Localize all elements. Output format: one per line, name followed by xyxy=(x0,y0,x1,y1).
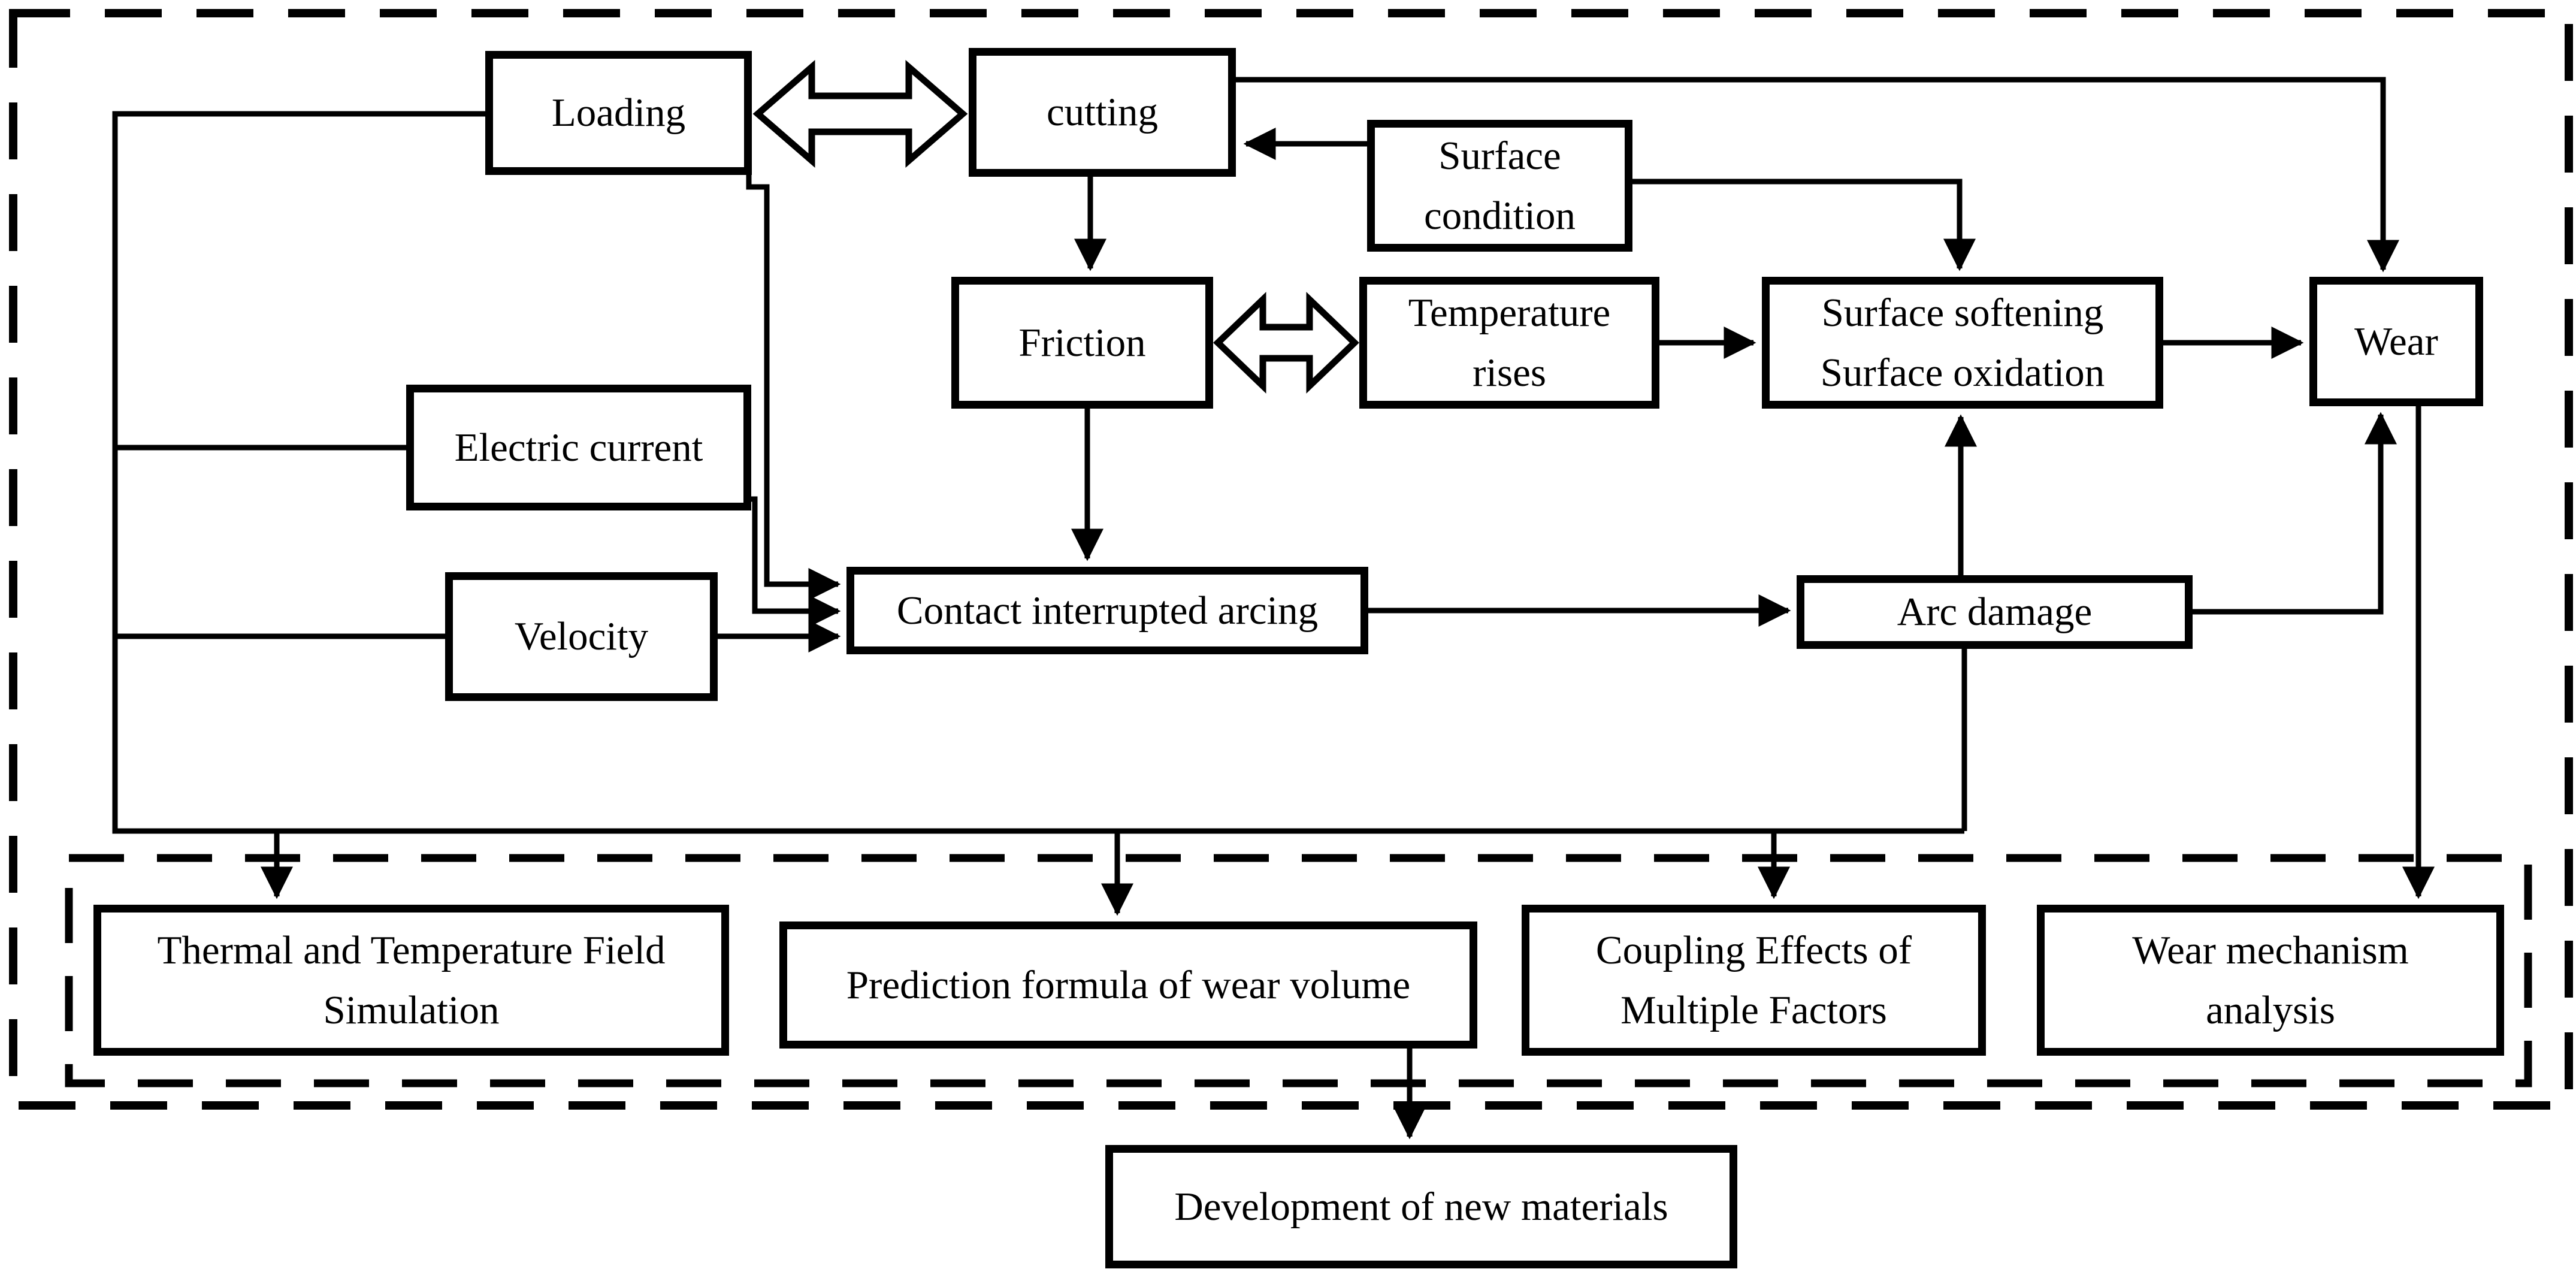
node-label: Temperature xyxy=(1408,290,1611,335)
node-label: Surface softening xyxy=(1821,290,2104,335)
node-label: Thermal and Temperature Field xyxy=(157,927,666,972)
node-label: Electric current xyxy=(454,425,703,470)
node-surface-softening-oxidation: Surface softening Surface oxidation xyxy=(1762,277,2163,409)
double-arrow-friction-temperature-icon xyxy=(1213,292,1359,394)
node-label: Loading xyxy=(551,90,686,135)
edge-loading-contact xyxy=(746,175,841,600)
node-label: cutting xyxy=(1046,90,1159,135)
node-prediction-formula: Prediction formula of wear volume xyxy=(779,921,1477,1049)
node-coupling-effects: Coupling Effects of Multiple Factors xyxy=(1522,905,1986,1056)
edge-arc-damage-wear xyxy=(2193,412,2397,615)
node-label: condition xyxy=(1423,194,1576,238)
node-label: analysis xyxy=(2206,988,2335,1032)
node-label: Surface xyxy=(1438,133,1561,178)
node-wear-mechanism-analysis: Wear mechanism analysis xyxy=(2037,905,2504,1056)
node-surface-condition: Surface condition xyxy=(1367,120,1632,252)
node-electric-current: Electric current xyxy=(406,385,751,510)
node-thermal-simulation: Thermal and Temperature Field Simulation xyxy=(93,905,729,1056)
node-label: Wear mechanism xyxy=(2132,927,2409,972)
node-contact-interrupted-arcing: Contact interrupted arcing xyxy=(846,567,1368,654)
node-label: Coupling Effects of xyxy=(1595,927,1912,972)
node-label: Prediction formula of wear volume xyxy=(846,962,1411,1007)
node-velocity: Velocity xyxy=(445,572,718,701)
edge-cutting-wear xyxy=(1236,77,2399,273)
node-label: Velocity xyxy=(514,614,649,659)
edge-shared-rail xyxy=(112,111,1964,834)
node-label: Arc damage xyxy=(1897,590,2093,635)
node-development-new-materials: Development of new materials xyxy=(1105,1145,1737,1268)
edge-surface-condition-softening xyxy=(1632,179,1976,271)
node-label: Simulation xyxy=(323,988,500,1032)
node-label: Development of new materials xyxy=(1174,1184,1668,1229)
node-temperature-rises: Temperature rises xyxy=(1359,277,1659,409)
node-label: rises xyxy=(1473,351,1546,395)
double-arrow-loading-cutting-icon xyxy=(752,59,968,168)
node-wear: Wear xyxy=(2309,277,2483,406)
node-label: Contact interrupted arcing xyxy=(896,588,1319,633)
node-label: Wear xyxy=(2354,319,2438,364)
node-arc-damage: Arc damage xyxy=(1797,575,2193,649)
node-label: Surface oxidation xyxy=(1820,351,2105,395)
inner-dashed-frame xyxy=(65,854,2532,1087)
node-friction: Friction xyxy=(951,277,1213,409)
node-loading: Loading xyxy=(485,51,752,175)
node-label: Multiple Factors xyxy=(1620,988,1887,1032)
node-label: Friction xyxy=(1018,320,1146,365)
edge-electric-contact xyxy=(751,496,841,627)
node-cutting: cutting xyxy=(969,48,1236,177)
